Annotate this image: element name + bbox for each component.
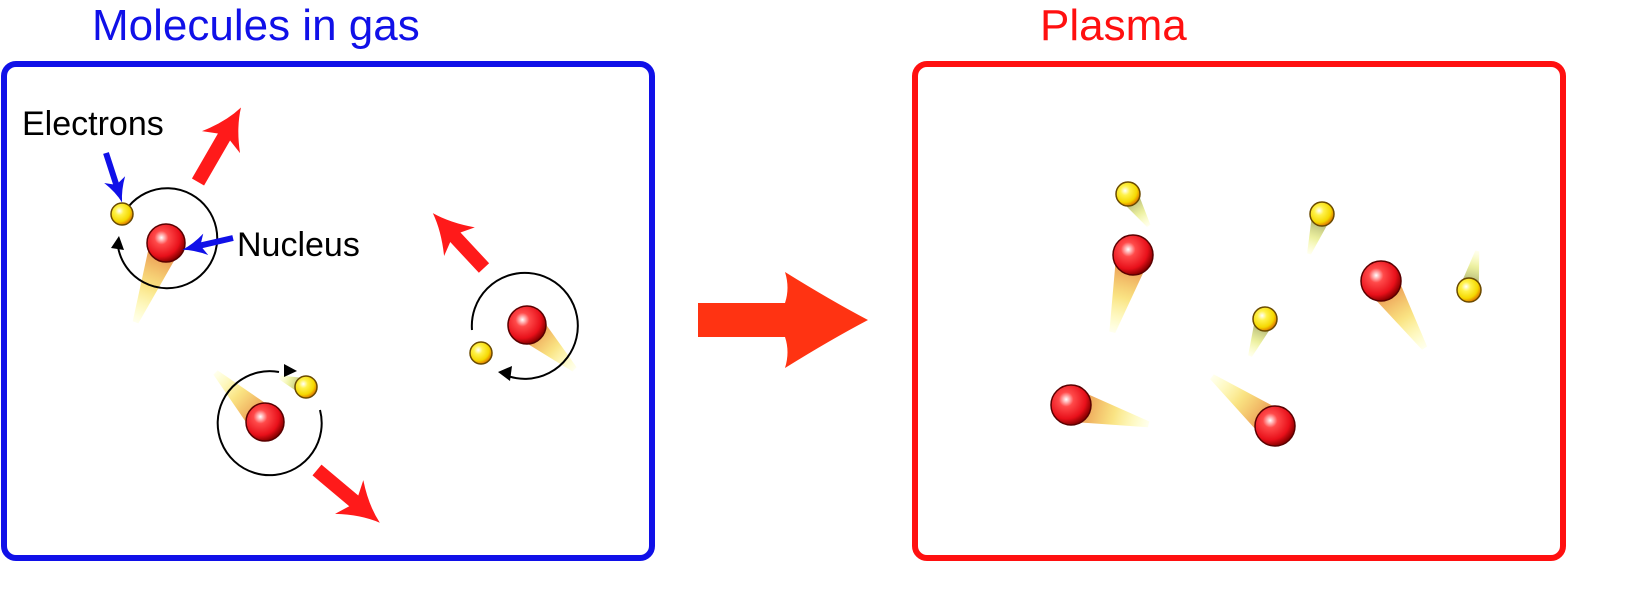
orbit-icon [216, 370, 323, 477]
transition-arrow-icon [698, 272, 868, 368]
nucleus-particle-icon [1360, 260, 1402, 302]
nucleus-particle-icon [507, 305, 547, 345]
electron-particle-icon [1456, 277, 1482, 303]
motion-arrow-icon [432, 213, 490, 273]
gas-panel-title: Molecules in gas [92, 1, 420, 50]
electron-particle-icon [1115, 181, 1141, 207]
gas-panel-frame [1, 61, 655, 561]
electron-particle-icon [469, 341, 493, 365]
orbit-icon [470, 271, 579, 380]
electron-particle-icon [1252, 306, 1278, 332]
electrons-pointer-arrow [103, 152, 126, 203]
motion-arrow-icon [312, 464, 380, 523]
nucleus-particle-icon [245, 402, 285, 442]
orbit-icon [117, 187, 219, 290]
nucleus-particle-icon [146, 223, 186, 263]
electrons-label: Electrons [22, 105, 164, 143]
orbit-direction-icon [284, 364, 297, 377]
molecule-right [432, 213, 579, 381]
plasma-panel-frame [912, 61, 1566, 561]
orbit-direction-icon [498, 366, 512, 381]
electron-particle-icon [1309, 201, 1335, 227]
nucleus-particle-icon [1254, 405, 1296, 447]
plasma-panel-title: Plasma [1040, 1, 1187, 50]
nucleus-label: Nucleus [237, 226, 360, 264]
molecule-bottom [213, 364, 380, 523]
electron-particle-icon [294, 375, 318, 399]
orbit-direction-icon [111, 236, 124, 250]
motion-arrow-icon [191, 107, 241, 186]
electron-particle-icon [110, 202, 134, 226]
plasma-particles [1050, 181, 1482, 447]
nucleus-particle-icon [1112, 234, 1154, 276]
nucleus-particle-icon [1050, 384, 1092, 426]
molecule-top-left: Electrons Nucleus [22, 105, 360, 324]
nucleus-pointer-arrow [182, 233, 234, 256]
